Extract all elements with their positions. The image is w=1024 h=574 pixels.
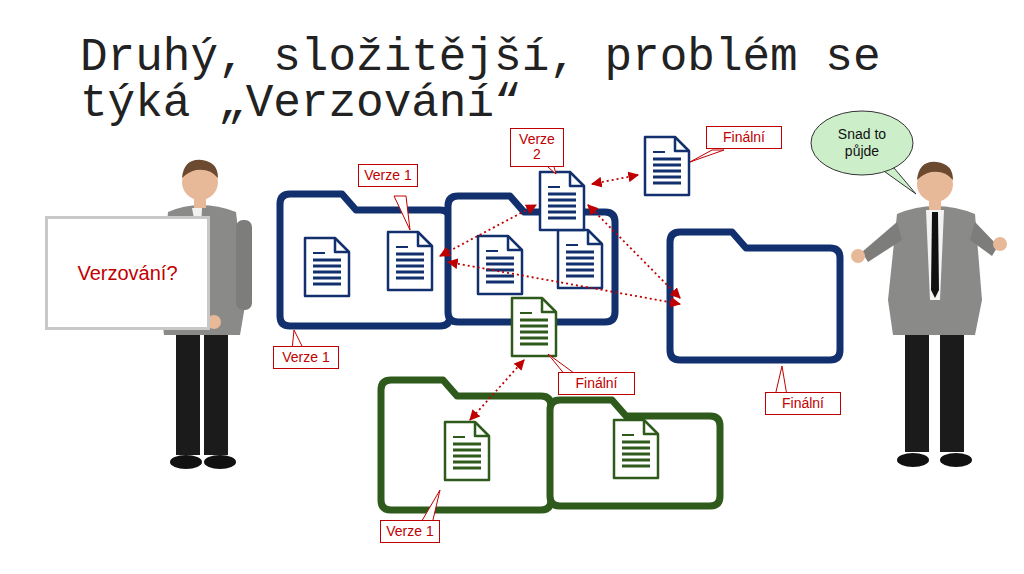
callout-label: Finální [765, 392, 841, 415]
node-text: Finální [712, 130, 776, 145]
speech-bubble: Snad to půjde [810, 110, 914, 176]
node-text: Verzování? [77, 262, 177, 285]
callout-label: Verze 1 [358, 164, 418, 187]
node-text: Verze 1 [279, 350, 333, 365]
callout-tails [292, 150, 787, 524]
folders-green [381, 380, 720, 510]
node-text: Verze 1 [386, 524, 434, 539]
slide-title: Druhý, složitější, problém se týká „Verz… [80, 35, 940, 127]
callout-label: Verze 1 [273, 346, 339, 369]
documents [305, 137, 689, 480]
copy-arrows [440, 175, 680, 420]
callout-label: Finální [558, 372, 635, 395]
node-text: Finální [771, 396, 835, 411]
whiteboard: Verzování? [45, 216, 210, 330]
node-text: Verze 2 [516, 132, 558, 163]
callout-label: Verze 1 [380, 520, 440, 543]
callout-label: Finální [706, 126, 782, 149]
person-right [851, 162, 1007, 467]
bubble-ellipse [811, 111, 913, 175]
node-text: Verze 1 [364, 168, 412, 183]
node-text: Snad to půjde [826, 126, 898, 160]
node-text: Finální [564, 376, 629, 391]
callout-label: Verze 2 [510, 128, 564, 167]
